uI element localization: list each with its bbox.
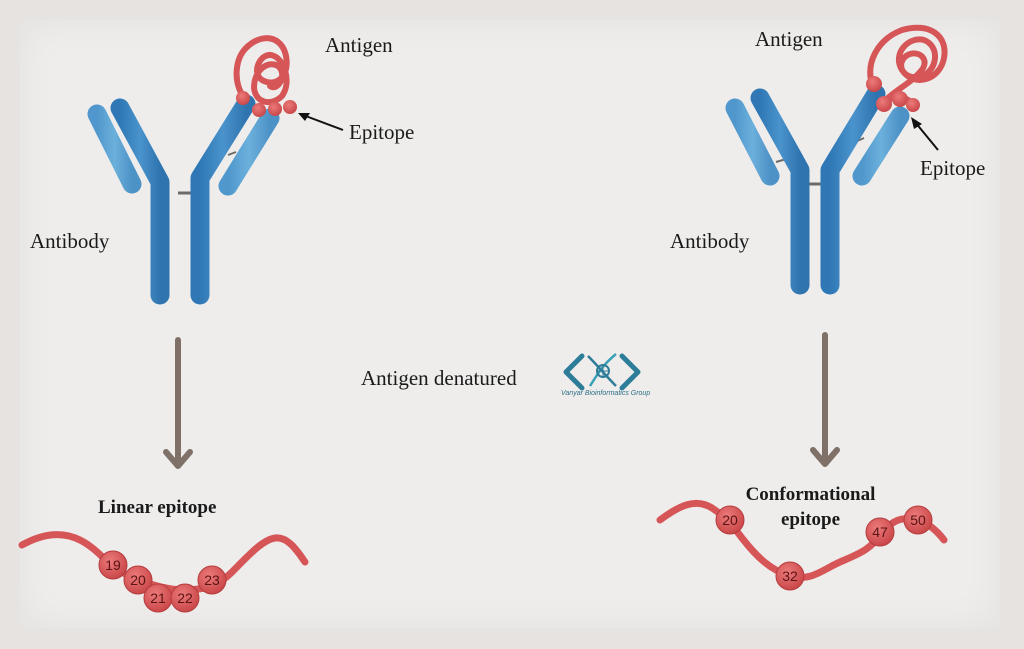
conformational-label-line2: epitope (780, 509, 841, 530)
linear-epitope-label: Linear epitope (98, 497, 217, 518)
right-down-arrow (810, 332, 840, 467)
left-antibody-label: Antibody (30, 229, 110, 253)
linear-epitope-bead (98, 550, 128, 580)
left-epitope-pointer (298, 113, 344, 131)
right-antibody-label: Antibody (670, 229, 750, 253)
conformational-label-line1: Conformational (745, 484, 876, 505)
right-epitope-beads (866, 76, 920, 112)
left-down-arrow (163, 337, 193, 469)
conformational-epitope-bead (865, 517, 895, 547)
right-epitope-pointer (911, 117, 939, 151)
right-epitope-label: Epitope (920, 156, 986, 180)
linear-epitope-bead (170, 583, 200, 613)
conformational-epitope-bead-number: 32 (782, 568, 798, 584)
linear-epitope-bead-number: 21 (150, 590, 166, 606)
linear-epitope-bead-number: 22 (177, 590, 193, 606)
linear-epitope-bead (123, 565, 153, 595)
logo-caption: Vanyar Bioinformatics Group (561, 390, 651, 397)
linear-epitope-bead-number: 20 (130, 572, 146, 588)
left-antigen (233, 35, 297, 117)
conformational-epitope-bead (715, 505, 745, 535)
left-antigen-label: Antigen (325, 33, 393, 57)
conformational-epitope-label: Conformational epitope (728, 482, 893, 532)
figure-canvas (20, 20, 1000, 628)
conformational-epitope-bead-number: 50 (910, 512, 926, 528)
left-epitope-beads (236, 91, 297, 117)
dna-code-brackets-icon (563, 353, 641, 391)
conformational-epitope-bead (775, 561, 805, 591)
linear-epitope-bead-number: 19 (105, 557, 121, 573)
left-epitope-label: Epitope (349, 120, 415, 144)
conformational-epitope-strand: 20 32 47 50 (656, 499, 948, 591)
conformational-epitope-bead-number: 47 (872, 524, 888, 540)
linear-epitope-bead-number: 23 (204, 572, 220, 588)
right-antigen (866, 24, 948, 112)
linear-epitope-bead (197, 565, 227, 595)
right-antibody (725, 84, 910, 295)
left-antibody (87, 94, 280, 305)
conformational-epitope-bead-number: 20 (722, 512, 738, 528)
antigen-denatured-label: Antigen denatured (361, 366, 517, 390)
right-antigen-label: Antigen (755, 27, 823, 51)
conformational-epitope-bead (903, 505, 933, 535)
